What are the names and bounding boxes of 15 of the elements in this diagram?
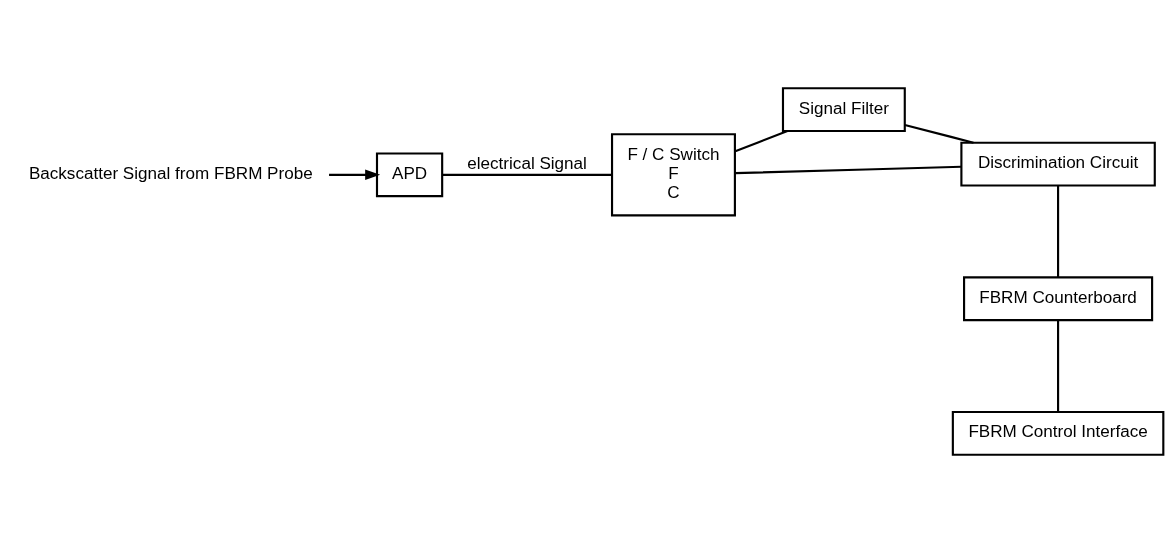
node-box: F / C Switch F C: [610, 132, 736, 216]
connector: [735, 165, 962, 174]
node-box: Discrimination Circuit: [960, 141, 1156, 187]
arrow: [329, 169, 381, 180]
edge-label: electrical Signal: [467, 153, 587, 173]
connector: [1057, 185, 1060, 277]
connector: [442, 173, 612, 176]
node-box: Signal Filter: [781, 86, 906, 132]
node-box: FBRM Control Interface: [951, 410, 1165, 456]
node-text: Backscatter Signal from FBRM Probe: [28, 163, 313, 183]
connector: [904, 123, 974, 144]
node-box: FBRM Counterboard: [963, 275, 1154, 321]
connector: [734, 129, 788, 152]
connector: [1057, 319, 1060, 412]
node-box: APD: [375, 151, 444, 197]
